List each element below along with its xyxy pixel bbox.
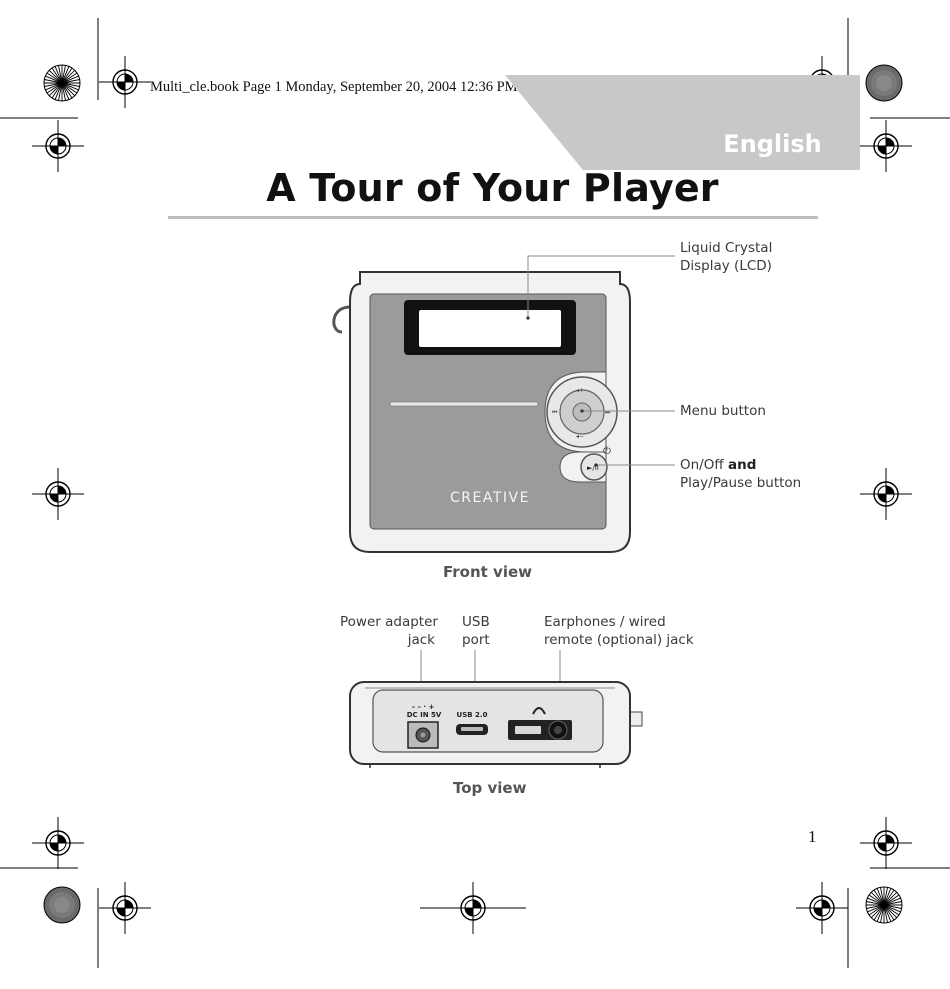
label-menu-button: Menu button	[680, 403, 766, 419]
svg-text:◂+: ◂+	[576, 387, 584, 394]
label-lcd-line2: Display (LCD)	[680, 258, 772, 274]
label-earphones-line1: Earphones / wired	[544, 614, 666, 630]
front-view-illustration: ◂+ ◂− ⏮ ⏭ ►/II ⏻ CREATIVE	[332, 271, 631, 553]
usb-marking: USB 2.0	[457, 711, 488, 719]
print-header: Multi_cle.book Page 1 Monday, September …	[150, 79, 518, 95]
label-power-adapter-line2: jack	[407, 632, 435, 648]
svg-text:►/II: ►/II	[587, 464, 599, 472]
label-earphones-line2: remote (optional) jack	[544, 632, 694, 648]
label-power-line1: On/Off and	[680, 456, 801, 474]
label-power-adapter-jack: Power adapter jack	[340, 613, 438, 649]
label-lcd: Liquid Crystal Display (LCD)	[680, 239, 772, 275]
label-power-adapter-line1: Power adapter	[340, 614, 438, 630]
language-tab-label: English	[723, 130, 822, 158]
language-tab-shape	[505, 75, 860, 170]
label-usb-port: USB port	[462, 613, 490, 649]
page-title: A Tour of Your Player	[266, 166, 719, 210]
svg-text:⏻: ⏻	[603, 446, 611, 457]
svg-text:⏮: ⏮	[552, 409, 558, 416]
front-view-leaders	[526, 255, 675, 467]
label-power-button: On/Off and Play/Pause button	[680, 456, 801, 492]
svg-text:⏭: ⏭	[605, 409, 611, 416]
device-brand-logo: CREATIVE	[450, 490, 530, 506]
top-view-illustration: – – · + DC IN 5V USB 2.0	[349, 650, 643, 768]
caption-front-view: Front view	[443, 563, 533, 581]
label-lcd-line1: Liquid Crystal	[680, 240, 773, 256]
label-usb-line1: USB	[462, 614, 490, 630]
label-earphones-jack: Earphones / wired remote (optional) jack	[544, 613, 694, 649]
title-rule	[168, 216, 818, 219]
label-power-and: and	[727, 457, 757, 473]
label-power-part1: On/Off	[680, 457, 724, 473]
label-usb-line2: port	[462, 632, 490, 648]
svg-text:◂−: ◂−	[576, 433, 584, 440]
page-number: 1	[808, 827, 817, 846]
dc-in-marking: DC IN 5V	[407, 711, 442, 719]
dc-polarity-marking: – – · +	[412, 703, 435, 711]
caption-top-view: Top view	[453, 779, 527, 797]
label-power-line2: Play/Pause button	[680, 475, 802, 491]
